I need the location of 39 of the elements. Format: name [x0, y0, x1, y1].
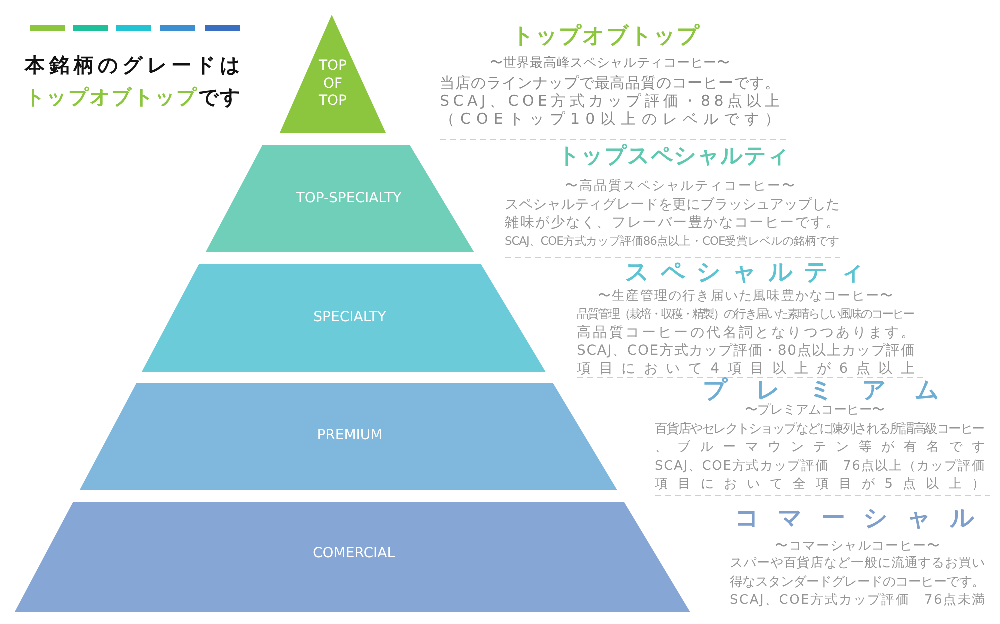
grade-description: 当店のラインナップで最高品質のコーヒーです。 [440, 76, 780, 91]
grade-description: 項目において全項目が5点以上） [655, 478, 995, 491]
grade-description: 得なスタンダードグレードのコーヒーです。 [730, 576, 985, 589]
grade-description: 項目において4項目以上が6点以上 [577, 362, 924, 376]
grade-description: スパーや百貨店など一般に流通するお買い [730, 557, 986, 570]
tier-label: PREMIUM [316, 427, 384, 445]
grade-subtitle: 〜コマーシャルコーヒー〜 [775, 540, 941, 553]
grade-description: SCAJ、COE方式カップ評価・80点以上カップ評価 [577, 344, 916, 358]
grade-heading: スペシャルティ [625, 260, 876, 284]
grade-subtitle: 〜生産管理の行き届いた風味豊かなコーヒー〜 [598, 290, 894, 303]
tier-label: TOP OF TOP [318, 58, 348, 110]
pyramid-tier [280, 15, 386, 133]
pyramid-tier [14, 502, 690, 612]
grade-subtitle: 〜高品質スペシャルティコーヒー〜 [565, 180, 796, 193]
grade-description: 品質管理（栽培・収穫・精製）の行き届いた素晴らしい風味のコーヒー [577, 308, 914, 320]
grade-description: 、ブルーマウンテン等が有名です [655, 441, 995, 454]
grade-heading: トップオブトップ [512, 26, 701, 48]
pyramid-tier [142, 264, 546, 372]
grade-subtitle: 〜プレミアムコーヒー〜 [745, 404, 885, 417]
pyramid-tier [80, 383, 617, 490]
intro-text: トップオブトップです [25, 87, 242, 107]
pyramid-tier [206, 145, 474, 252]
grade-description: SCAJ、COE方式カップ評価 76点以上（カップ評価 [655, 460, 986, 473]
intro-text: 本銘柄のグレードは [25, 55, 244, 75]
grade-description: 高品質コーヒーの代名詞となりつつあります。 [577, 326, 918, 340]
grade-description: SCAJ、COE方式カップ評価86点以上・COE受賞レベルの銘柄です [505, 236, 840, 248]
grade-heading: コマーシャル [735, 506, 994, 530]
grade-description: SCAJ、COE方式カップ評価・88点以上 [440, 94, 784, 109]
grade-description: スペシャルティグレードを更にブラッシュアップした [505, 198, 840, 212]
tier-label: COMERCIAL [312, 545, 396, 563]
grade-description: SCAJ、COE方式カップ評価 76点未満 [730, 594, 986, 607]
tier-label: SPECIALTY [312, 309, 388, 327]
grade-heading: トップスペシャルティ [558, 146, 790, 168]
grade-description: 百貨店やセレクトショップなどに陳列される所謂高級コーヒー [655, 423, 984, 436]
grade-description: （COEトップ10以上のレベルです） [440, 112, 786, 127]
grade-subtitle: 〜世界最高峰スペシャルティコーヒー〜 [490, 57, 730, 70]
tier-label: TOP-SPECIALTY [295, 190, 403, 208]
grade-heading: プレミアム [703, 378, 968, 402]
grade-description: 雑味が少なく、フレーバー豊かなコーヒーです。 [505, 216, 842, 230]
